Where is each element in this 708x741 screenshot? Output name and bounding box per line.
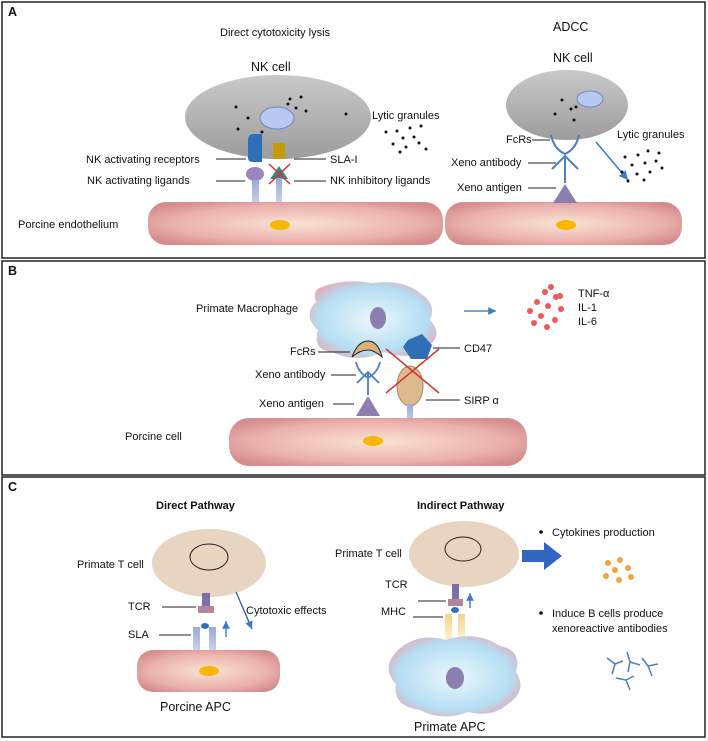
xeno-antigen-right bbox=[553, 184, 577, 203]
porcine-endothelium-left bbox=[148, 202, 443, 245]
nk-activating-receptors-label: NK activating receptors bbox=[86, 154, 200, 166]
induce-b-cells-label: Induce B cells produce bbox=[552, 608, 663, 620]
nk-inhibitory-ligands-label: NK inhibitory ligands bbox=[330, 175, 431, 187]
t-cell-left-nucleus bbox=[189, 543, 229, 571]
granule-release-arrow bbox=[595, 141, 629, 181]
t-cell-left-label: Primate T cell bbox=[77, 559, 144, 571]
xeno-antigen-b-label: Xeno antigen bbox=[259, 398, 324, 410]
fcrs-b-label: FcRs bbox=[290, 346, 316, 358]
nk-nucleus-left bbox=[259, 106, 295, 130]
red-cross-a-2 bbox=[268, 163, 291, 185]
cytokines-production-label: Cytokines production bbox=[552, 527, 655, 539]
lytic-granules-right-label: Lytic granules bbox=[617, 129, 685, 141]
antigen-peptide-right bbox=[451, 607, 459, 613]
direct-pathway-title: Direct Pathway bbox=[156, 500, 236, 512]
panel-b-letter: B bbox=[8, 264, 17, 278]
red-cross-b-2 bbox=[385, 348, 440, 394]
cytotoxic-effects-label: Cytotoxic effects bbox=[246, 605, 327, 617]
indirect-pathway-title: Indirect Pathway bbox=[417, 500, 505, 512]
activating-ligand-stalk bbox=[252, 180, 259, 212]
panel-c-letter: C bbox=[8, 480, 17, 494]
xeno-antigen-a-label: Xeno antigen bbox=[457, 182, 522, 194]
mhc-right-chain bbox=[458, 614, 465, 640]
cytokines-red bbox=[527, 284, 564, 330]
cd47 bbox=[403, 334, 432, 359]
porcine-apc-nucleus bbox=[199, 666, 219, 676]
nk-activating-ligand bbox=[246, 167, 264, 181]
nk-activating-ligands-label: NK activating ligands bbox=[87, 175, 190, 187]
porcine-cell-nucleus bbox=[363, 436, 383, 446]
endothelium-nucleus-right bbox=[556, 220, 576, 230]
cytokine-3: IL-6 bbox=[578, 316, 597, 328]
nk-cell-right-label: NK cell bbox=[553, 51, 593, 65]
xenoreactive-antibodies-label: xenoreactive antibodies bbox=[552, 623, 668, 635]
nk-nucleus-right bbox=[576, 90, 604, 108]
direct-cytotoxicity-title: Direct cytotoxicity lysis bbox=[220, 27, 331, 39]
sla-i-receptor bbox=[273, 143, 285, 159]
macrophage-nucleus bbox=[370, 307, 386, 329]
fcrs-a-label: FcRs bbox=[506, 134, 532, 146]
cytokines-orange bbox=[603, 557, 634, 583]
tcr-stalk-right bbox=[452, 584, 459, 600]
fcr-right bbox=[550, 134, 580, 156]
sirp-stalk bbox=[407, 404, 413, 431]
porcine-endothelium-label: Porcine endothelium bbox=[18, 219, 118, 231]
sla-left-chain bbox=[193, 627, 200, 657]
lytic-granules-left-label: Lytic granules bbox=[372, 110, 440, 122]
macrophage-label: Primate Macrophage bbox=[196, 303, 298, 315]
porcine-apc-label: Porcine APC bbox=[160, 700, 231, 714]
tcr-right bbox=[448, 599, 463, 606]
bullet-1 bbox=[539, 530, 543, 534]
mhc-left-chain bbox=[445, 614, 452, 640]
granule-outside bbox=[344, 112, 348, 116]
fcr-b bbox=[351, 340, 383, 359]
endothelium-nucleus-left bbox=[270, 220, 290, 230]
panel-b: B Primate Macrophage TNF-α IL-1 IL-6 FcR… bbox=[1, 260, 706, 476]
panel-b-border bbox=[1, 260, 706, 476]
granules-inside-left bbox=[234, 95, 308, 134]
cytokine-2: IL-1 bbox=[578, 302, 597, 314]
bullet-2 bbox=[539, 611, 543, 615]
cytotoxic-arrow bbox=[235, 591, 253, 630]
porcine-cell-label: Porcine cell bbox=[125, 431, 182, 443]
panel-a: A Direct cytotoxicity lysis NK cell ADCC… bbox=[1, 1, 706, 259]
nk-cell-right bbox=[506, 70, 628, 140]
sirp-alpha bbox=[396, 365, 424, 407]
cd47-label: CD47 bbox=[464, 343, 492, 355]
panel-a-border bbox=[1, 1, 706, 259]
granules-inside-right bbox=[553, 98, 578, 122]
panel-c: C Direct Pathway Indirect Pathway Primat… bbox=[1, 476, 706, 738]
mhc-label: MHC bbox=[381, 606, 406, 618]
xeno-antibody-a-label: Xeno antibody bbox=[451, 157, 522, 169]
tcr-stalk-left bbox=[202, 593, 210, 607]
t-cell-right-nucleus bbox=[444, 536, 482, 562]
sirp-label: SIRP α bbox=[464, 395, 500, 407]
xeno-antibody-b-label: Xeno antibody bbox=[255, 369, 326, 381]
sla-i-label: SLA-I bbox=[330, 154, 358, 166]
antibodies-icons bbox=[606, 651, 659, 691]
primate-apc-nucleus bbox=[446, 667, 464, 689]
tcr-left bbox=[198, 606, 214, 613]
sla-label: SLA bbox=[128, 629, 149, 641]
xeno-antigen-b bbox=[356, 396, 380, 416]
primate-apc-label: Primate APC bbox=[414, 720, 486, 734]
lytic-granules-right bbox=[620, 149, 664, 183]
inhibitory-stalk bbox=[276, 178, 282, 212]
panel-a-letter: A bbox=[8, 5, 17, 19]
adcc-title: ADCC bbox=[553, 20, 588, 34]
nk-activating-receptor bbox=[248, 134, 262, 162]
nk-cell-left-label: NK cell bbox=[251, 60, 291, 74]
output-arrow bbox=[522, 542, 562, 570]
panel-c-border bbox=[1, 476, 706, 738]
lytic-granules-left bbox=[384, 124, 428, 154]
cytokine-1: TNF-α bbox=[578, 288, 610, 300]
sla-right-chain bbox=[209, 627, 216, 657]
tcr-left-label: TCR bbox=[128, 601, 151, 613]
tcr-right-label: TCR bbox=[385, 579, 408, 591]
antigen-peptide-left bbox=[201, 623, 209, 629]
t-cell-right-label: Primate T cell bbox=[335, 548, 402, 560]
